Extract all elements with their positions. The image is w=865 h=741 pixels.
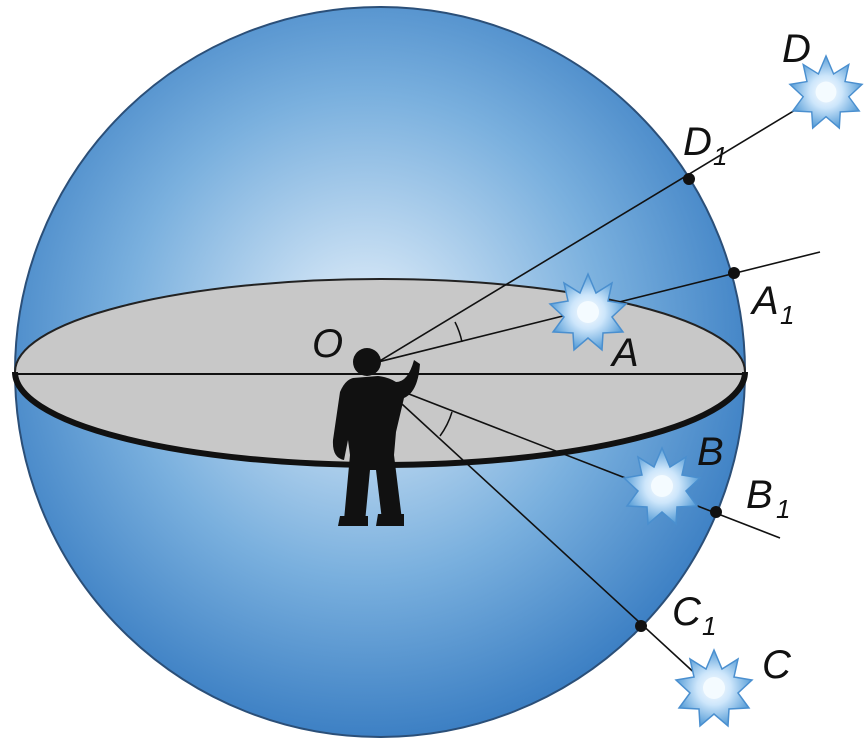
angle-arc-upper [454,321,463,343]
point-a1 [728,267,740,279]
person-icon [332,348,420,526]
label-a1-subscript: 1 [780,300,794,330]
label-d1: D [683,120,712,164]
label-d1-subscript: 1 [713,141,727,171]
label-a: A [610,331,639,375]
label-c1: C [672,590,702,634]
label-a1: A [750,279,779,323]
point-d1 [683,173,695,185]
label-b: B [697,430,724,474]
label-o: O [312,322,343,366]
label-b1-subscript: 1 [776,494,790,524]
star-icon [675,649,753,727]
label-b1: B [746,473,773,517]
label-c1-subscript: 1 [702,611,716,641]
point-c1 [635,620,647,632]
label-c: C [762,643,792,687]
point-b1 [710,506,722,518]
angle-arc-lower [439,411,453,437]
label-d: D [782,27,811,71]
sight-line-d [377,94,821,363]
